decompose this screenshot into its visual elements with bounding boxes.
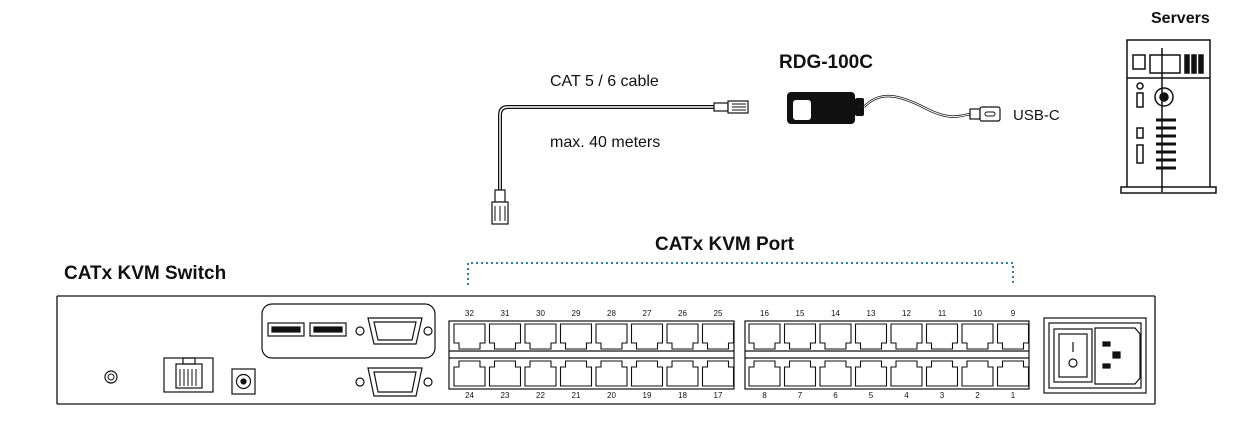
port-number-label: 5 (869, 391, 874, 400)
port-number-label: 30 (536, 309, 545, 318)
rj45-port-19[interactable] (630, 360, 664, 387)
port-number-label: 9 (1011, 309, 1016, 318)
rj45-port-14[interactable] (819, 323, 852, 350)
rj45-port-18[interactable] (666, 360, 699, 387)
port-block-left (448, 320, 735, 390)
rj45-port-32[interactable] (453, 323, 486, 350)
port-number-label: 26 (678, 309, 687, 318)
rj45-port-12[interactable] (890, 323, 923, 350)
port-number-label: 4 (904, 391, 909, 400)
rj45-port-27[interactable] (630, 323, 664, 350)
port-number-label: 24 (465, 391, 474, 400)
rj45-port-15[interactable] (783, 323, 817, 350)
port-number-label: 16 (760, 309, 769, 318)
rj45-port-10[interactable] (961, 323, 994, 350)
rj45-port-17[interactable] (701, 360, 735, 387)
port-number-label: 14 (831, 309, 840, 318)
rj45-port-31[interactable] (488, 323, 522, 350)
rj45-port-28[interactable] (595, 323, 628, 350)
rj45-port-4[interactable] (890, 360, 923, 387)
port-number-label: 32 (465, 309, 474, 318)
rj45-port-24[interactable] (453, 360, 486, 387)
cable-length-label: max. 40 meters (550, 134, 661, 151)
lan-port-icon (163, 357, 214, 393)
switch-label: CATx KVM Switch (64, 263, 227, 284)
ground-screw-icon (104, 370, 118, 384)
port-number-label: 23 (501, 391, 510, 400)
rj45-port-8[interactable] (748, 360, 781, 387)
rj45-port-21[interactable] (559, 360, 593, 387)
rj45-port-29[interactable] (559, 323, 593, 350)
port-block-right (744, 320, 1030, 390)
port-number-label: 28 (607, 309, 616, 318)
port-number-label: 21 (572, 391, 581, 400)
port-number-label: 8 (762, 391, 767, 400)
rj45-port-13[interactable] (854, 323, 888, 350)
rj45-port-26[interactable] (666, 323, 699, 350)
port-number-label: 18 (678, 391, 687, 400)
port-number-label: 3 (940, 391, 945, 400)
port-number-label: 22 (536, 391, 545, 400)
vga-port-icon (355, 367, 433, 397)
port-number-label: 31 (501, 309, 510, 318)
servers-label: Servers (1151, 10, 1210, 27)
port-number-label: 1 (1011, 391, 1016, 400)
rj45-port-9[interactable] (996, 323, 1030, 350)
port-number-label: 12 (902, 309, 911, 318)
port-number-label: 15 (796, 309, 805, 318)
rj45-port-22[interactable] (524, 360, 557, 387)
kvm-switch-chassis (56, 295, 1156, 405)
rj45-port-5[interactable] (854, 360, 888, 387)
cable-type-label: CAT 5 / 6 cable (550, 73, 659, 90)
usb-c-label: USB-C (1013, 107, 1060, 124)
rj45-port-3[interactable] (925, 360, 959, 387)
port-number-label: 19 (643, 391, 652, 400)
adapter-icon (787, 92, 1001, 124)
console-port-panel (261, 303, 436, 359)
rj45-port-20[interactable] (595, 360, 628, 387)
port-number-label: 29 (572, 309, 581, 318)
rj45-port-25[interactable] (701, 323, 735, 350)
dc-power-jack-icon (231, 368, 256, 395)
port-group-label: CATx KVM Port (655, 234, 794, 255)
adapter-model-label: RDG-100C (779, 52, 873, 73)
ac-power-inlet-icon (1043, 317, 1147, 394)
server-icon (1120, 39, 1217, 194)
port-number-label: 17 (714, 391, 723, 400)
port-number-label: 20 (607, 391, 616, 400)
rj45-port-16[interactable] (748, 323, 781, 350)
rj45-port-30[interactable] (524, 323, 557, 350)
rj45-port-11[interactable] (925, 323, 959, 350)
rj45-port-1[interactable] (996, 360, 1030, 387)
port-number-label: 6 (833, 391, 838, 400)
port-number-label: 11 (938, 309, 947, 318)
rj45-port-7[interactable] (783, 360, 817, 387)
cat-cable (491, 100, 749, 225)
port-number-label: 27 (643, 309, 652, 318)
port-number-label: 2 (975, 391, 980, 400)
rj45-port-2[interactable] (961, 360, 994, 387)
rj45-port-23[interactable] (488, 360, 522, 387)
port-group-bracket (467, 262, 1014, 285)
port-number-label: 13 (867, 309, 876, 318)
port-number-label: 7 (798, 391, 803, 400)
rj45-port-6[interactable] (819, 360, 852, 387)
port-number-label: 10 (973, 309, 982, 318)
port-number-label: 25 (714, 309, 723, 318)
